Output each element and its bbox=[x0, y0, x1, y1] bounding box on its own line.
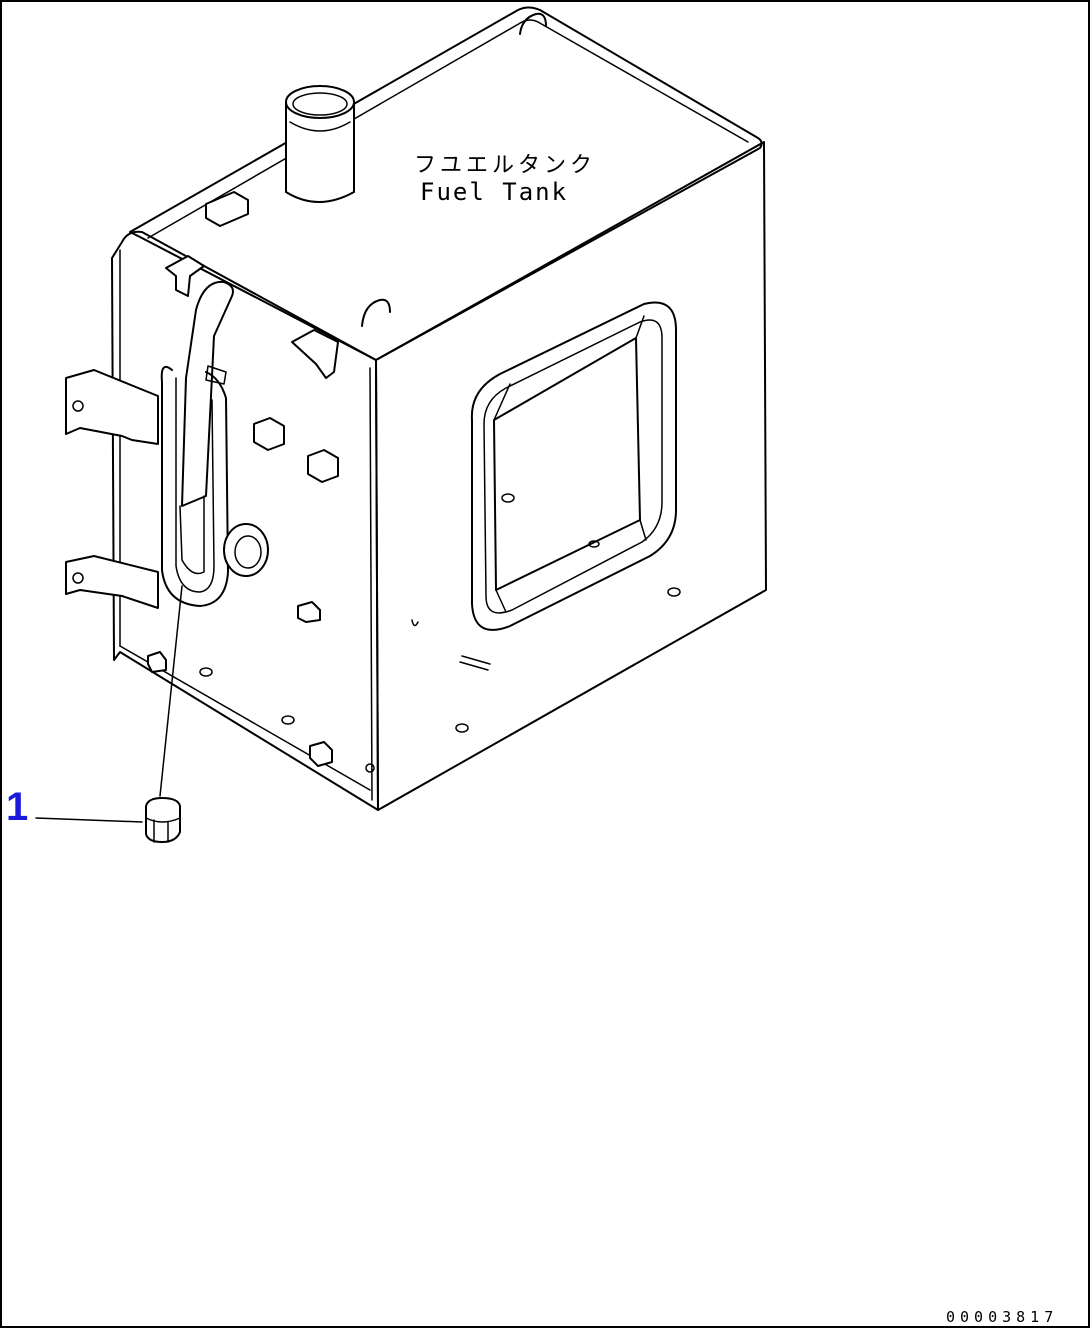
mount-hole bbox=[281, 715, 295, 725]
callout-number: 1 bbox=[6, 785, 28, 829]
mount-hole bbox=[365, 763, 375, 773]
mounting-strap bbox=[65, 555, 159, 609]
mount-block bbox=[307, 449, 339, 483]
mount-block bbox=[253, 417, 285, 451]
mount-block bbox=[297, 601, 321, 623]
title-japanese: フユエルタンク bbox=[414, 153, 596, 178]
fuel-tank-body bbox=[65, 6, 767, 811]
part-1-nut bbox=[145, 797, 181, 843]
lifting-hook bbox=[519, 12, 547, 35]
side-bracket bbox=[165, 255, 205, 297]
small-clip bbox=[411, 619, 419, 627]
callout-leader-line bbox=[35, 817, 143, 823]
level-gauge bbox=[160, 280, 234, 607]
title-english: Fuel Tank bbox=[420, 178, 568, 206]
mount-hole bbox=[455, 723, 469, 733]
tank-front-edge bbox=[369, 367, 373, 801]
sight-port bbox=[223, 523, 269, 577]
lifting-hook bbox=[361, 298, 391, 327]
bottom-fitting bbox=[147, 651, 167, 673]
tank-right-face bbox=[375, 141, 767, 811]
filler-neck bbox=[285, 85, 355, 203]
tank-top-rim bbox=[147, 19, 749, 239]
top-bracket bbox=[205, 191, 249, 227]
part-leader-line bbox=[159, 585, 183, 797]
tank-left-face bbox=[111, 230, 379, 811]
document-number: 00003817 bbox=[946, 1308, 1058, 1326]
mount-hole bbox=[199, 667, 213, 677]
side-bracket bbox=[291, 329, 339, 379]
inspection-cover bbox=[470, 301, 677, 631]
bottom-fitting bbox=[309, 741, 333, 767]
mount-hole bbox=[667, 587, 681, 597]
tank-top-face bbox=[129, 6, 763, 361]
bolt-icon bbox=[72, 400, 84, 412]
bolt-icon bbox=[72, 572, 84, 584]
mounting-strap bbox=[65, 369, 159, 445]
drain-slot bbox=[459, 655, 491, 671]
